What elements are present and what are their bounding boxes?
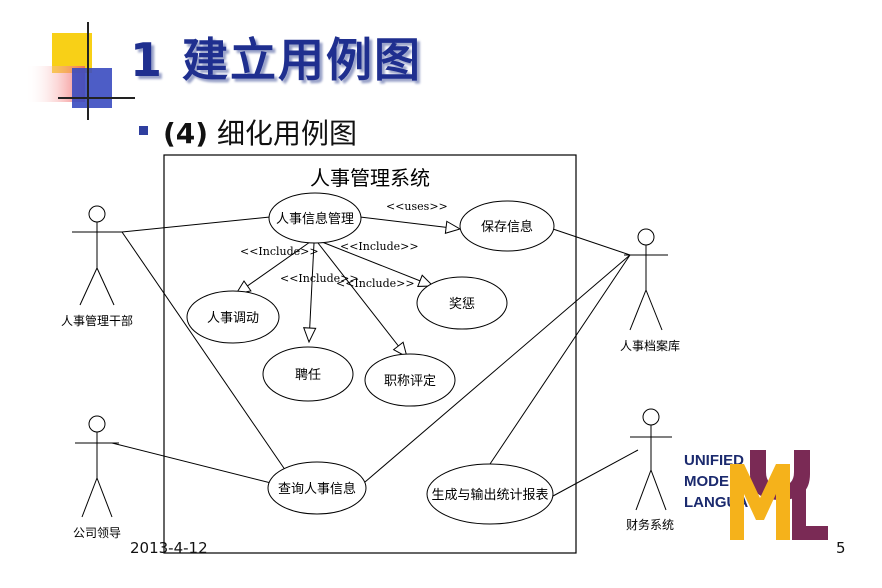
- usecase-reward-label: 奖惩: [449, 297, 475, 312]
- usecase-report: [426, 463, 554, 525]
- usecase-info-mgmt: [268, 192, 362, 244]
- page-number: 5: [836, 539, 846, 557]
- arrow-include-transfer: [236, 241, 311, 294]
- actor-leader-icon: [75, 415, 119, 518]
- label-include-title: <<Include>>: [336, 277, 415, 290]
- label-uses: <<uses>>: [386, 200, 448, 213]
- bullet-square-icon: [139, 126, 148, 135]
- assoc-leader-query: [111, 442, 276, 485]
- slide-subtitle: (4) 细化用例图: [163, 112, 357, 152]
- assoc-report-archive: [489, 254, 631, 465]
- usecase-transfer: [186, 290, 280, 344]
- system-boundary: [163, 154, 577, 554]
- usecase-title-eval-label: 职称评定: [384, 374, 436, 389]
- label-include-transfer: <<Include>>: [240, 245, 319, 258]
- usecase-title-eval: [364, 353, 456, 407]
- uml-logo: UNIFIED MODELING LANGUAGE: [684, 450, 828, 540]
- uml-logo-l: [792, 488, 828, 540]
- usecase-hire-label: 聘任: [295, 368, 321, 383]
- arrow-include-hire: [309, 242, 314, 342]
- actor-hr-staff-icon: [72, 205, 122, 306]
- actor-hr-staff-label: 人事管理干部: [61, 313, 133, 328]
- actor-finance-icon: [630, 408, 672, 511]
- association-lines: [111, 216, 639, 497]
- actor-leader-label: 公司领导: [73, 526, 121, 540]
- label-include-hire: <<Include>>: [280, 272, 359, 285]
- header-decoration: [25, 22, 135, 120]
- arrow-include-reward: [321, 241, 433, 286]
- usecase-hire: [262, 346, 354, 402]
- arrow-uses: [359, 216, 460, 229]
- slide-title: 1 建立用例图: [130, 33, 423, 87]
- usecase-save-info-label: 保存信息: [481, 219, 533, 235]
- assoc-save-archive: [549, 227, 631, 256]
- usecase-report-label: 生成与输出统计报表: [431, 487, 548, 503]
- uml-logo-m: [730, 464, 790, 540]
- system-name: 人事管理系统: [310, 166, 430, 190]
- assoc-hr-query: [121, 231, 291, 478]
- deco-blue-square: [72, 68, 112, 108]
- usecase-info-mgmt-label: 人事信息管理: [276, 211, 354, 227]
- actor-finance-label: 财务系统: [626, 517, 674, 532]
- actor-archive-icon: [624, 228, 668, 331]
- assoc-hr-info: [121, 216, 271, 233]
- usecase-query-label: 查询人事信息: [278, 481, 356, 497]
- label-include-reward: <<Include>>: [340, 240, 419, 253]
- subtitle-text: 细化用例图: [208, 117, 357, 150]
- arrow-include-title: [317, 242, 407, 357]
- actor-archive-label: 人事档案库: [620, 338, 680, 353]
- assoc-query-archive: [364, 254, 631, 483]
- usecase-transfer-label: 人事调动: [207, 311, 259, 326]
- usecase-reward: [416, 276, 508, 330]
- uml-word-unified: UNIFIED: [684, 452, 744, 469]
- assoc-report-finance: [552, 449, 639, 497]
- usecase-save-info: [459, 200, 555, 252]
- footer-date: 2013-4-12: [130, 539, 208, 557]
- dependency-arrows: [236, 216, 460, 357]
- usecase-query: [267, 461, 367, 515]
- subtitle-number: (4): [163, 117, 209, 150]
